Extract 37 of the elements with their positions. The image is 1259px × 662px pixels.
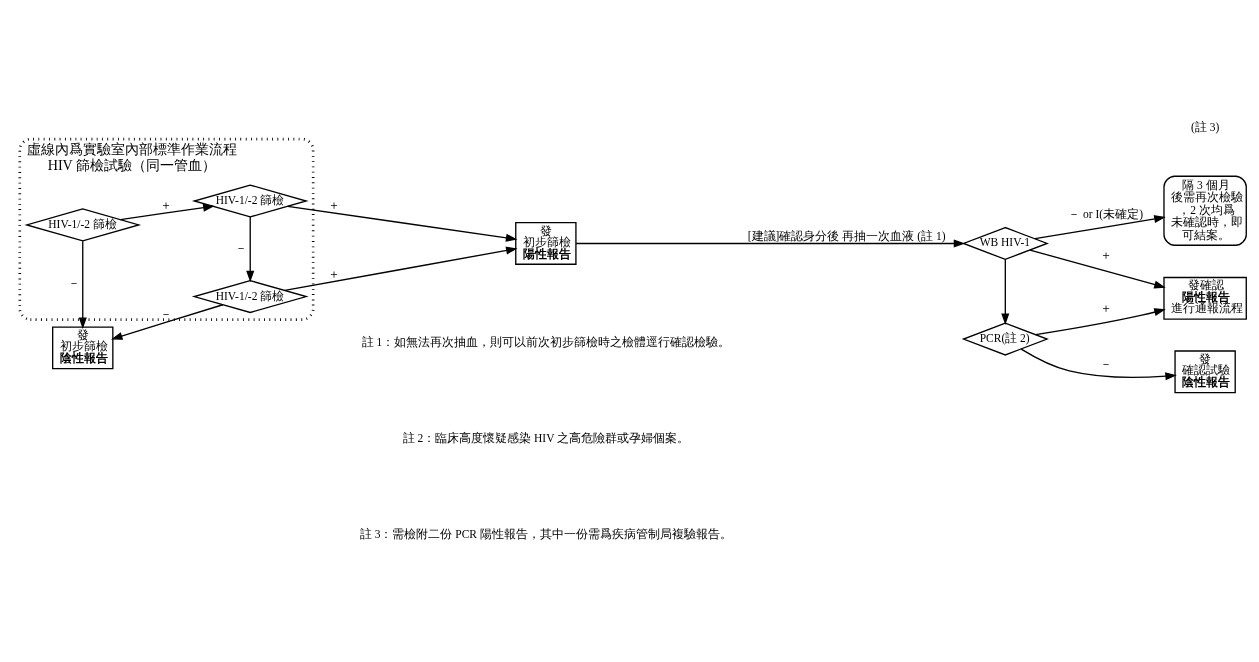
edge-label: － <box>235 241 248 254</box>
arrow <box>1020 347 1177 380</box>
arrow <box>284 246 518 291</box>
node-diamond: HIV-1/-2 篩檢 <box>24 207 142 241</box>
edge-label: ＋ <box>1099 248 1112 261</box>
arrow <box>287 205 518 242</box>
arrow <box>1001 258 1010 325</box>
arrow <box>1029 248 1166 288</box>
node-diamond: PCR(註 2) <box>961 321 1049 356</box>
edge-label: [建議]確認身分後 再抽一次血液 (註 1) <box>747 229 946 242</box>
arrow <box>119 203 215 220</box>
edge-label: － <box>67 276 80 289</box>
label: 註 2：臨床高度懷疑感染 HIV 之高危險群或孕婦個案。 <box>402 431 690 444</box>
arrow <box>575 238 966 247</box>
arrow <box>1034 214 1166 239</box>
edge-label: － <box>160 307 173 320</box>
node-box: 發確認 陽性報告 進行通報流程 <box>1163 276 1247 320</box>
edge-label: ＋ <box>327 198 340 211</box>
arrow <box>110 303 224 340</box>
arrow <box>78 239 87 329</box>
node-diamond: HIV-1/-2 篩檢 <box>191 183 309 218</box>
node-diamond: WB HIV-1 <box>961 226 1049 260</box>
node-box: 發 初步篩檢 陽性報告 <box>515 221 577 265</box>
edge-label: ＋ <box>160 198 173 211</box>
node-diamond: HIV-1/-2 篩檢 <box>191 279 309 313</box>
edge-label: － or I(未確定) <box>1068 207 1144 220</box>
arrow <box>246 215 255 282</box>
arrow <box>1035 307 1166 335</box>
node-box: 發 初步篩檢 陰性報告 <box>52 325 114 369</box>
edge-label: ＋ <box>327 267 340 280</box>
label: 註 3：需檢附二份 PCR 陽性報告，其中一份需爲疾病管制局複驗報告。 <box>359 527 732 540</box>
node-box: 發 確認試驗 陰性報告 <box>1174 349 1236 393</box>
edge-label: － <box>1099 357 1112 370</box>
label: (註 3) <box>1190 120 1220 133</box>
edge-label: ＋ <box>1099 301 1112 314</box>
node-box: 隔 3 個月後需再次檢驗，2 次均爲未確認時，即可結案。 <box>1163 175 1247 246</box>
label: 註 1：如無法再次抽血，則可以前次初步篩檢時之檢體逕行確認檢驗。 <box>361 335 731 348</box>
